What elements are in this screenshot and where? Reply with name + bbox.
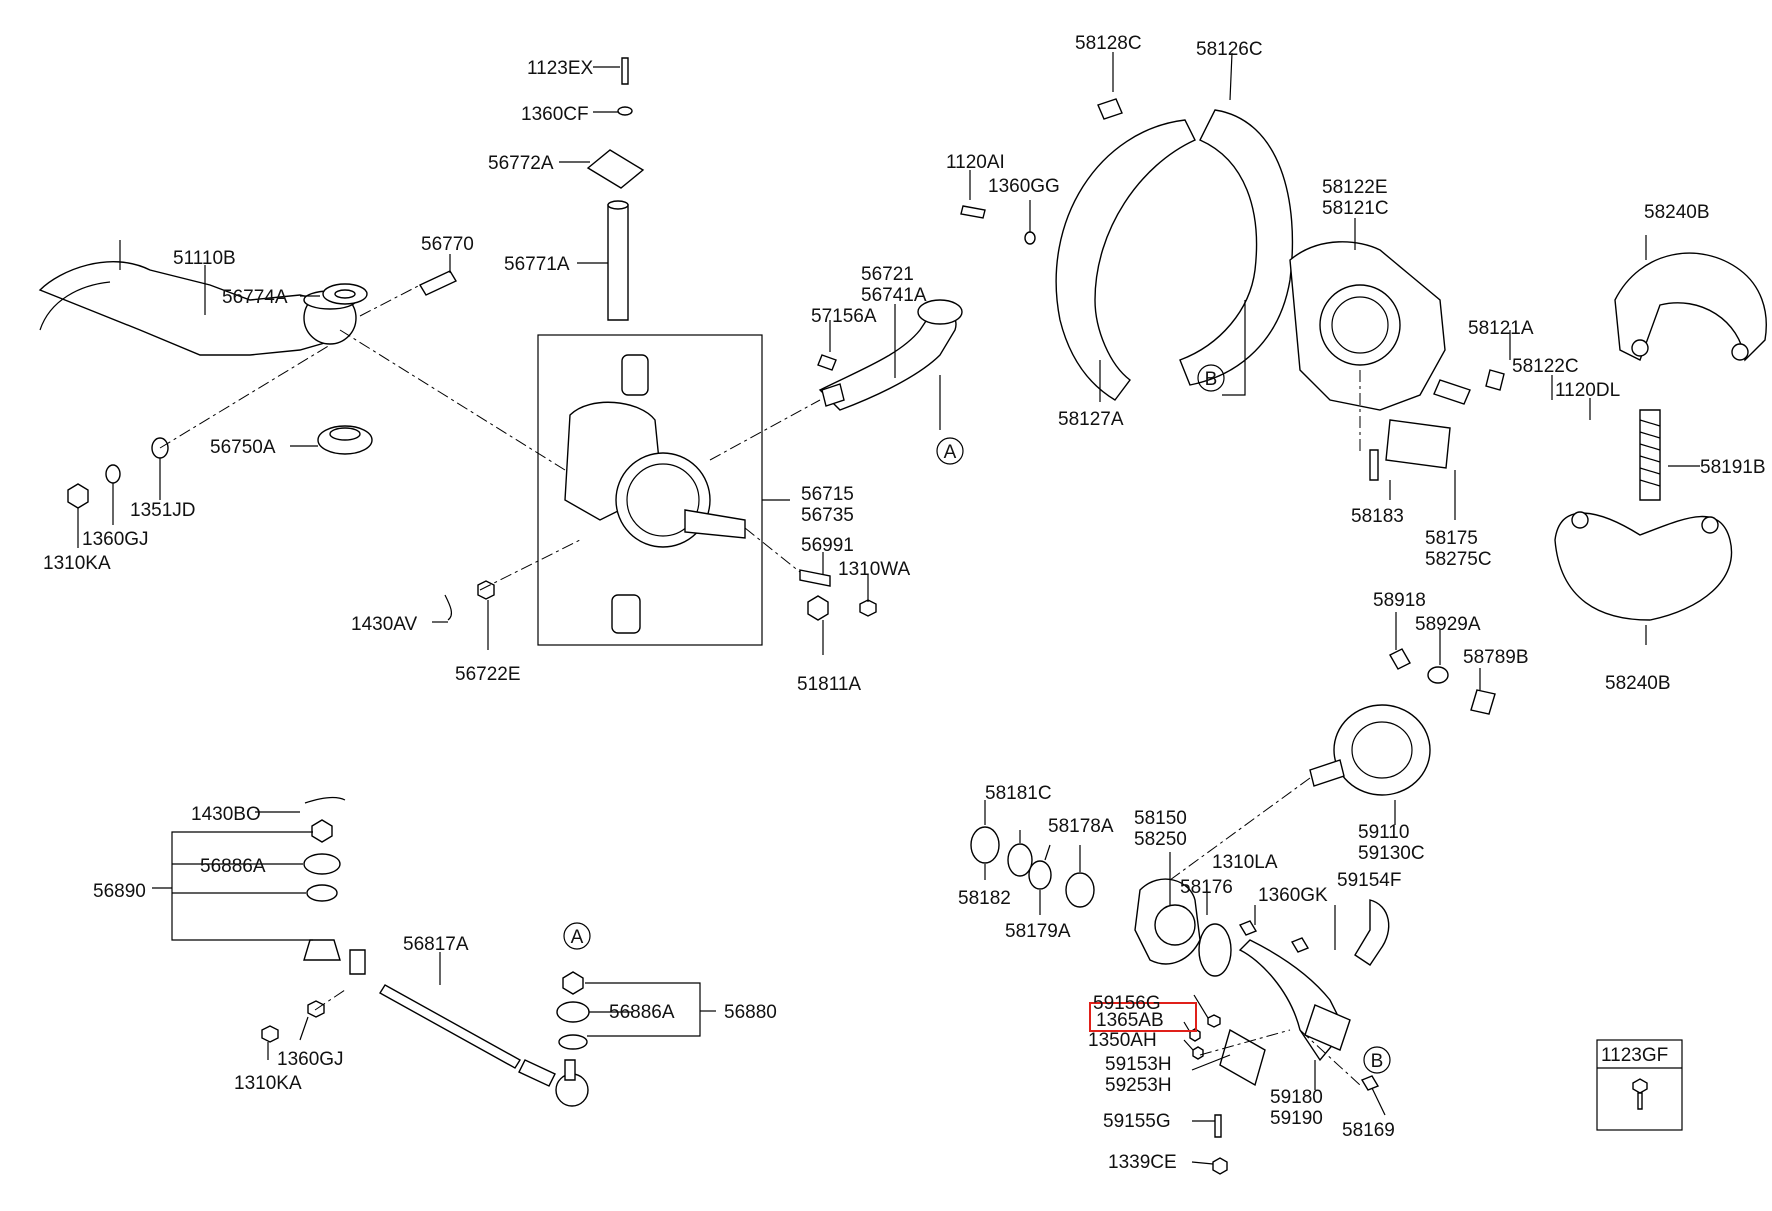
part-label: 58121A — [1468, 318, 1534, 339]
part-label: 58183 — [1351, 506, 1404, 527]
part-label: 56715 — [801, 484, 854, 505]
part-label: 58181C — [985, 783, 1052, 804]
ref-marker-a-top: A — [936, 437, 964, 465]
part-label: 1123GF — [1601, 1045, 1668, 1066]
part-label: 59153H — [1105, 1054, 1172, 1075]
part-label: 58275C — [1425, 549, 1492, 570]
svg-text:A: A — [944, 442, 957, 463]
part-label: 56991 — [801, 535, 854, 556]
part-label: 1310WA — [838, 559, 910, 580]
part-label: 56750A — [210, 437, 276, 458]
part-label: 1123EX — [527, 58, 594, 79]
svg-text:B: B — [1205, 369, 1218, 390]
part-label: 59253H — [1105, 1075, 1172, 1096]
part-label: 1365AB — [1096, 1010, 1164, 1031]
part-label: 58122E — [1322, 177, 1388, 198]
part-label: 1430BO — [191, 804, 261, 825]
part-label: 56770 — [421, 234, 474, 255]
part-label: 56722E — [455, 664, 521, 685]
part-label: 58175 — [1425, 528, 1478, 549]
part-label: 51110B — [173, 248, 236, 269]
part-label: 58929A — [1415, 614, 1481, 635]
part-label: 59110 — [1358, 822, 1409, 843]
part-label: 58126C — [1196, 39, 1263, 60]
part-label: 56880 — [724, 1002, 777, 1023]
ref-marker-a-bottom: A — [563, 922, 591, 950]
part-label: 56735 — [801, 505, 854, 526]
leaders-top-right — [969, 52, 1591, 520]
part-label: 56890 — [93, 881, 146, 902]
part-label: 58128C — [1075, 33, 1142, 54]
brake-backing-group — [960, 98, 1505, 481]
ref-marker-b-top: B — [1197, 364, 1225, 392]
part-label: 58169 — [1342, 1120, 1395, 1141]
svg-text:B: B — [1371, 1051, 1384, 1072]
part-label: 59130C — [1358, 843, 1425, 864]
part-label: 1310LA — [1212, 852, 1278, 873]
part-label: 58122C — [1512, 356, 1579, 377]
part-label: 56741A — [861, 285, 927, 306]
part-label: 59154F — [1337, 870, 1401, 891]
part-label: 56771A — [504, 254, 570, 275]
legend-box — [1596, 1039, 1683, 1131]
part-label: 59156G — [1093, 993, 1161, 1014]
part-label: 1350AH — [1088, 1030, 1157, 1051]
part-label: 58789B — [1463, 647, 1529, 668]
highlight-box — [1089, 1002, 1197, 1032]
part-label: 58182 — [958, 888, 1011, 909]
chamber-group — [970, 612, 1496, 1175]
part-label: 56774A — [222, 287, 288, 308]
part-label: 1310KA — [43, 553, 111, 574]
part-label: 58121C — [1322, 198, 1389, 219]
part-label: 56721 — [861, 264, 914, 285]
part-label: 1351JD — [130, 500, 196, 521]
part-label: 58250 — [1134, 829, 1187, 850]
part-label: 51811A — [797, 674, 861, 695]
part-label: 1120DL — [1555, 380, 1620, 401]
part-label: 58179A — [1005, 921, 1071, 942]
part-label: 58918 — [1373, 590, 1426, 611]
part-label: 1430AV — [351, 614, 418, 635]
part-labels: 1123EX 1360CF 56772A 56771A 56770 51110B… — [43, 33, 1766, 1173]
part-label: 57156A — [811, 306, 877, 327]
part-label: 59155G — [1103, 1111, 1171, 1132]
leaders-top-left — [77, 66, 941, 655]
part-label: 1360GJ — [82, 529, 149, 550]
part-label: 1360CF — [521, 104, 589, 125]
tie-rod-group — [152, 796, 716, 1107]
part-label: 1360GK — [1258, 885, 1328, 906]
part-label: 1339CE — [1108, 1152, 1177, 1173]
part-label: 58240B — [1605, 673, 1671, 694]
part-label: 58178A — [1048, 816, 1114, 837]
part-label: 56886A — [200, 856, 266, 877]
svg-text:A: A — [571, 927, 584, 948]
part-label: 58240B — [1644, 202, 1710, 223]
part-label: 58150 — [1134, 808, 1187, 829]
part-label: 1360GG — [988, 176, 1060, 197]
part-label: 58127A — [1058, 409, 1124, 430]
part-label: 59180 — [1270, 1087, 1323, 1108]
part-label: 56886A — [609, 1002, 675, 1023]
part-label: 59190 — [1270, 1108, 1323, 1129]
part-label: 56772A — [488, 153, 554, 174]
part-label: 1310KA — [234, 1073, 302, 1094]
ref-marker-b-bottom: B — [1363, 1046, 1391, 1074]
part-label: 58191B — [1700, 457, 1766, 478]
brake-shoe-group — [1554, 235, 1767, 645]
part-label: 1360GJ — [277, 1049, 344, 1070]
front-axle-group — [38, 57, 963, 646]
part-label: 1120AI — [946, 152, 1005, 173]
part-label: 56817A — [403, 934, 469, 955]
part-label: 58176 — [1180, 877, 1233, 898]
